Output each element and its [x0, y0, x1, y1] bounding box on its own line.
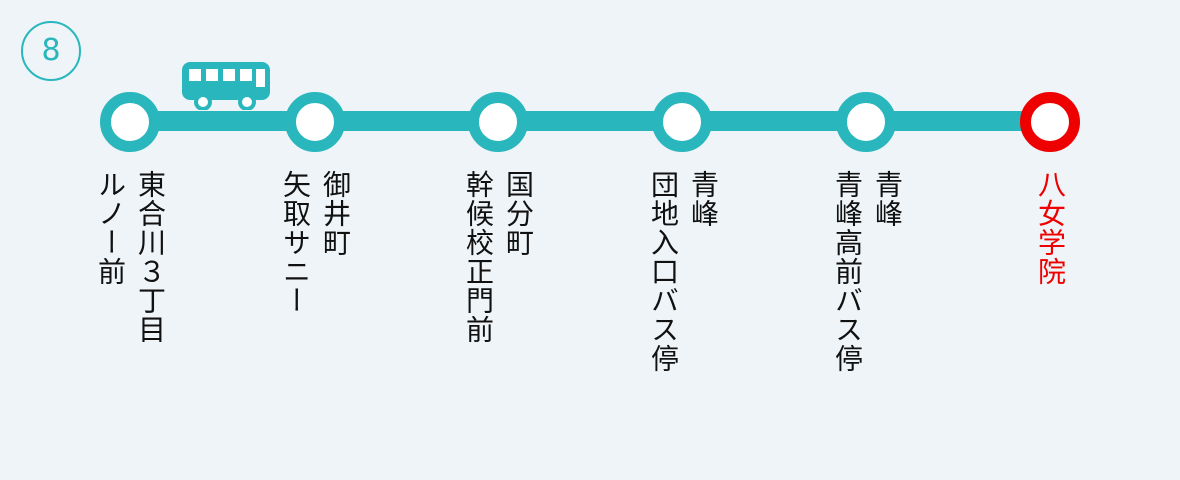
stop-label: 御井町 矢取サニー	[279, 170, 352, 315]
destination-stop-label: 八女学院	[1034, 170, 1067, 286]
stop-label: 国分町 幹候校正門前	[462, 170, 535, 344]
destination-stop-marker	[1020, 92, 1080, 152]
stop-label: 東合川３丁目 ルノー前	[94, 170, 167, 344]
route-line	[128, 111, 1052, 131]
stop-marker	[652, 92, 712, 152]
stop-marker	[468, 92, 528, 152]
stop-marker	[285, 92, 345, 152]
route-number-badge: 8	[21, 21, 81, 81]
stop-marker	[100, 92, 160, 152]
bus-icon	[182, 62, 270, 110]
stop-marker	[836, 92, 896, 152]
stop-label: 青峰 団地入口バス停	[647, 170, 720, 373]
stop-label: 青峰 青峰高前バス停	[831, 170, 904, 373]
